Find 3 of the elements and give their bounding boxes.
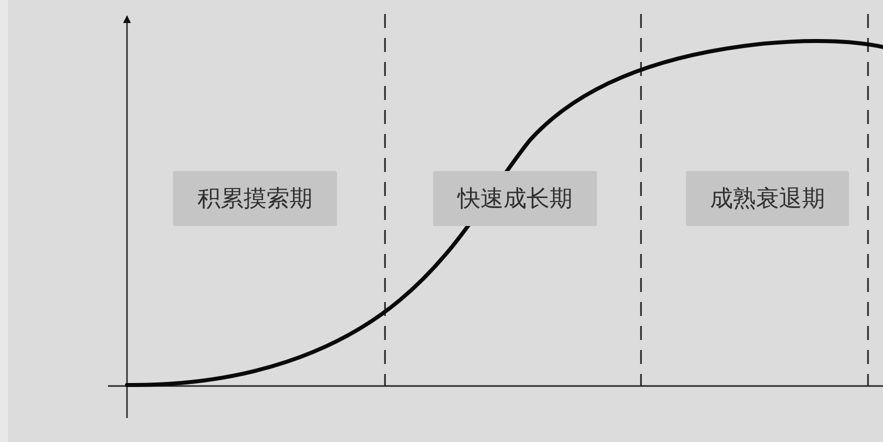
phase-tag: 快速成长期 — [433, 171, 597, 226]
phase-tag: 积累摸索期 — [173, 171, 337, 226]
phase-tag: 成熟衰退期 — [686, 171, 849, 226]
